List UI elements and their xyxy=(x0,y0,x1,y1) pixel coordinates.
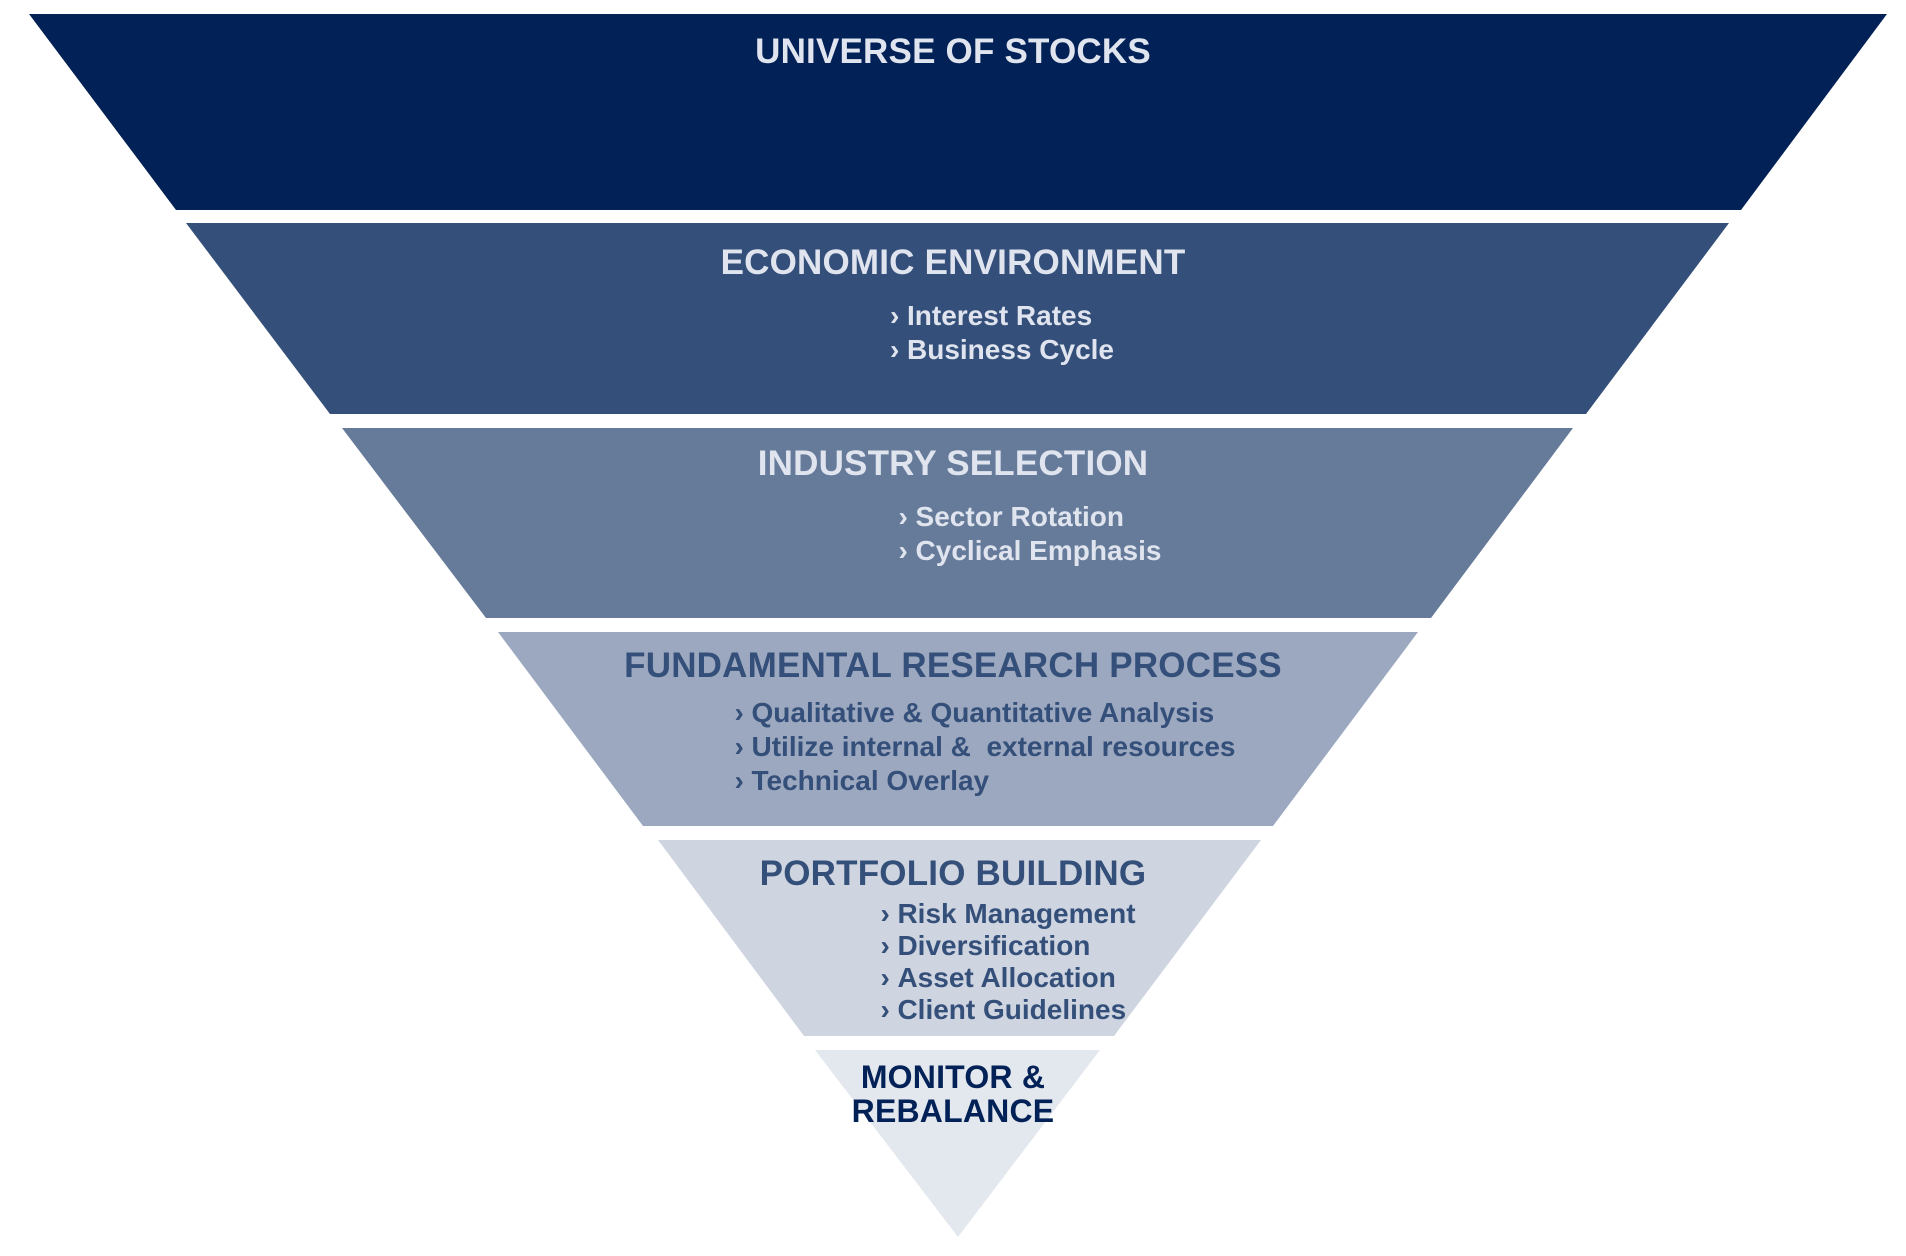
tier-title: FUNDAMENTAL RESEARCH PROCESS xyxy=(624,646,1282,685)
chevron-right-icon: › xyxy=(898,501,908,532)
chevron-right-icon: › xyxy=(880,994,890,1025)
list-item: ›Business Cycle xyxy=(890,334,1114,365)
list-item: ›Technical Overlay xyxy=(734,765,990,796)
list-item: ›Client Guidelines xyxy=(880,994,1127,1025)
chevron-right-icon: › xyxy=(734,697,744,728)
list-item: ›Interest Rates xyxy=(890,300,1093,331)
tier-monitor-rebalance: MONITOR & REBALANCE xyxy=(0,1050,1906,1237)
tier-title-line-2: REBALANCE xyxy=(851,1093,1055,1129)
chevron-right-icon: › xyxy=(734,765,744,796)
tier-title: PORTFOLIO BUILDING xyxy=(759,854,1147,893)
tier-2-band xyxy=(186,223,1729,414)
chevron-right-icon: › xyxy=(734,731,744,762)
chevron-right-icon: › xyxy=(880,930,890,961)
tier-title-line-1: MONITOR & xyxy=(860,1059,1046,1095)
tier-industry-selection: INDUSTRY SELECTION ›Sector Rotation ›Cyc… xyxy=(0,428,1906,618)
chevron-right-icon: › xyxy=(890,334,900,365)
chevron-right-icon: › xyxy=(890,300,900,331)
list-item: ›Asset Allocation xyxy=(880,962,1116,993)
tier-title: UNIVERSE OF STOCKS xyxy=(755,32,1151,71)
tier-portfolio-building: PORTFOLIO BUILDING ›Risk Management ›Div… xyxy=(0,840,1906,1036)
tier-5-band xyxy=(658,840,1261,1036)
list-item: ›Sector Rotation xyxy=(898,501,1125,532)
list-item: ›Cyclical Emphasis xyxy=(898,535,1162,566)
list-item: ›Risk Management xyxy=(880,898,1136,929)
tier-universe-of-stocks: UNIVERSE OF STOCKS xyxy=(0,14,1906,210)
list-item: ›Utilize internal & external resources xyxy=(734,731,1236,762)
tier-economic-environment: ECONOMIC ENVIRONMENT ›Interest Rates ›Bu… xyxy=(0,223,1906,414)
tier-fundamental-research-process: FUNDAMENTAL RESEARCH PROCESS ›Qualitativ… xyxy=(0,632,1906,826)
tier-6-band xyxy=(815,1050,1100,1237)
chevron-right-icon: › xyxy=(898,535,908,566)
tier-title: ECONOMIC ENVIRONMENT xyxy=(720,243,1186,282)
tier-title: INDUSTRY SELECTION xyxy=(757,444,1149,483)
list-item: ›Qualitative & Quantitative Analysis xyxy=(734,697,1215,728)
chevron-right-icon: › xyxy=(880,962,890,993)
tier-1-band xyxy=(29,14,1887,210)
tier-4-band xyxy=(498,632,1418,826)
chevron-right-icon: › xyxy=(880,898,890,929)
list-item: ›Diversification xyxy=(880,930,1091,961)
tier-3-band xyxy=(342,428,1573,618)
